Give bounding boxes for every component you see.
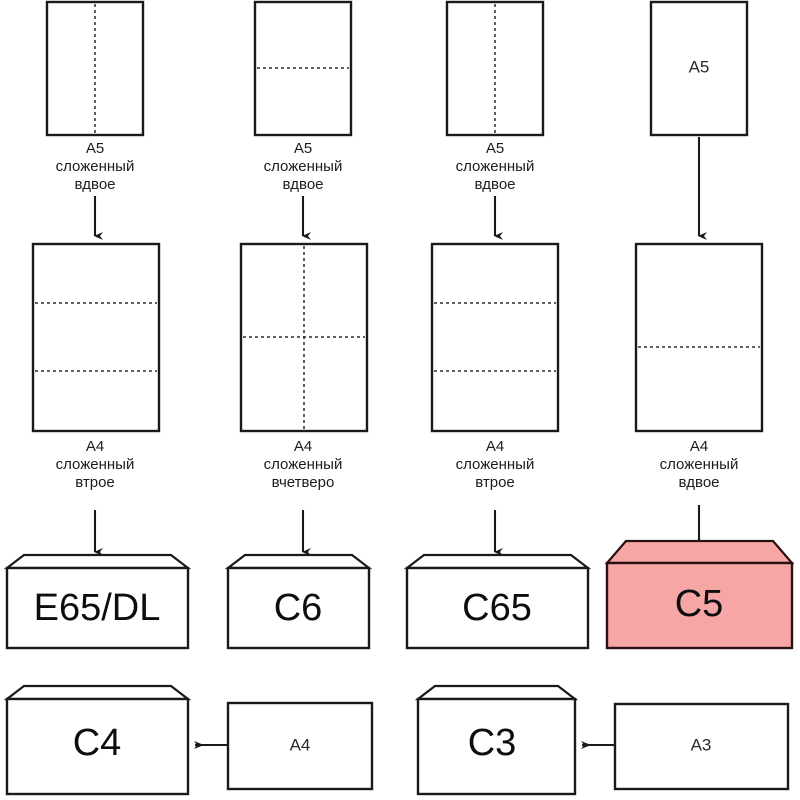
caption-col3-mid-line1: A4 <box>486 438 504 455</box>
caption-col1-line3: вдвое <box>74 176 115 193</box>
caption-col1-mid-line2: сложенный <box>56 456 135 473</box>
caption-col2-mid-line2: сложенный <box>264 456 343 473</box>
sheet-a4-bottom <box>226 701 374 791</box>
column-3-group: A5 сложенный вдвое A4 сложенный втрое C6… <box>403 0 592 650</box>
envelope-label-c6: C6 <box>274 587 323 629</box>
column-1-group: A5 сложенный вдвое A4 сложенный втрое E6… <box>3 0 192 650</box>
sheet-a3-bottom <box>613 702 790 791</box>
sheet-label-a3-bottom: A3 <box>691 735 712 754</box>
caption-col2-mid-line1: A4 <box>294 438 312 455</box>
envelope-label-c65: C65 <box>462 587 532 629</box>
caption-col3-mid-line2: сложенный <box>456 456 535 473</box>
envelope-label-c5: C5 <box>675 583 724 625</box>
envelope-flap-c65 <box>403 553 592 570</box>
sheet-a4-col3 <box>430 242 560 433</box>
envelope-label-c3: C3 <box>468 722 517 764</box>
sheet-a5-col3 <box>445 0 545 137</box>
sheet-a5-col4 <box>649 0 749 137</box>
bottom-pair-c4-group: C4 A4 <box>3 684 374 796</box>
envelope-flap-c6 <box>224 553 373 570</box>
envelope-body-c5 <box>605 561 794 650</box>
caption-col3-line2: сложенный <box>456 158 535 175</box>
sheet-label-a4-bottom: A4 <box>290 735 311 754</box>
caption-col1-mid-line3: втрое <box>75 474 115 491</box>
envelope-flap-e65dl <box>3 553 192 570</box>
caption-col4-mid-line3: вдвое <box>678 474 719 491</box>
caption-col4-mid-line1: A4 <box>690 438 708 455</box>
bottom-pair-c3-group: C3 A3 <box>414 684 790 796</box>
envelope-body-c65 <box>405 566 590 650</box>
column-2-group: A5 сложенный вдвое A4 сложенный вчетверо… <box>224 0 373 650</box>
envelope-body-c3 <box>416 697 577 796</box>
envelope-label-c4: C4 <box>73 722 122 764</box>
caption-col4-mid-line2: сложенный <box>660 456 739 473</box>
caption-col2-line2: сложенный <box>264 158 343 175</box>
caption-col3-line3: вдвое <box>474 176 515 193</box>
caption-col1-line1: A5 <box>86 140 104 157</box>
caption-col2-mid-line3: вчетверо <box>272 474 335 491</box>
sheet-label-a5-col4: A5 <box>689 57 710 76</box>
caption-col2-line1: A5 <box>294 140 312 157</box>
column-4-group: A5 A4 сложенный вдвое C5 <box>604 0 795 650</box>
envelope-body-c6 <box>226 566 371 650</box>
envelope-flap-c4 <box>3 684 192 701</box>
caption-col2-line3: вдвое <box>282 176 323 193</box>
caption-col3-mid-line3: втрое <box>475 474 515 491</box>
caption-col1-line2: сложенный <box>56 158 135 175</box>
sheet-a5-col1 <box>45 0 145 137</box>
sheet-a4-col4 <box>634 242 764 433</box>
sheet-a4-col1 <box>31 242 161 433</box>
envelope-body-c4 <box>5 697 190 796</box>
envelope-body-e65dl <box>5 566 190 650</box>
envelope-flap-c5 <box>604 539 795 565</box>
envelope-label-e65dl: E65/DL <box>34 587 161 629</box>
caption-col3-line1: A5 <box>486 140 504 157</box>
caption-col1-mid-line1: A4 <box>86 438 104 455</box>
envelope-flap-c3 <box>414 684 579 701</box>
